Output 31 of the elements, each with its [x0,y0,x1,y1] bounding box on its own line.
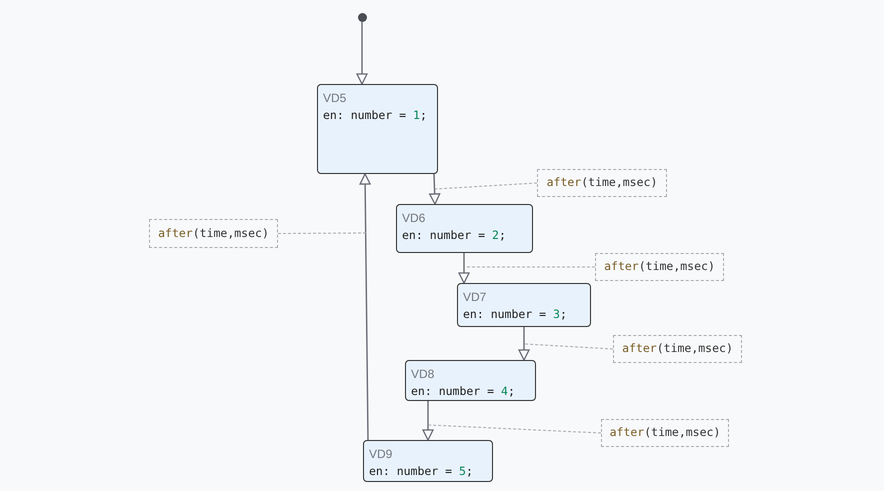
state-box [457,283,591,327]
arrow [422,401,434,441]
leader-line [434,182,538,190]
transition-label: after(time,msec) [537,169,667,197]
arrow [356,22,368,85]
state-code: en: number = 2; [402,228,506,242]
arrow [429,174,440,205]
state-code: en: number = 3; [463,307,567,321]
transition-label: after(time,msec) [613,335,742,363]
state-name: VD8 [411,367,434,381]
state-name: VD7 [463,290,486,304]
state-box [405,360,536,401]
arrow [518,327,530,361]
leader-line [428,424,602,434]
state-name: VD6 [402,211,426,225]
state-box [363,440,493,482]
transition-label: after(time,msec) [601,419,729,447]
state-name: VD9 [369,447,392,461]
state-box [396,204,533,253]
state-code: en: number = 4; [411,384,515,398]
leader-line [524,344,614,350]
state-box [317,84,438,174]
arrow [458,253,470,284]
state-name: VD5 [323,91,346,105]
state-code: en: number = 5; [369,464,473,478]
transition-label: after(time,msec) [149,219,278,248]
leader-line [278,232,366,234]
state-code: en: number = 1; [323,108,427,122]
leader-line [464,266,596,268]
arrow [359,173,371,440]
transition-label: after(time,msec) [595,253,724,281]
